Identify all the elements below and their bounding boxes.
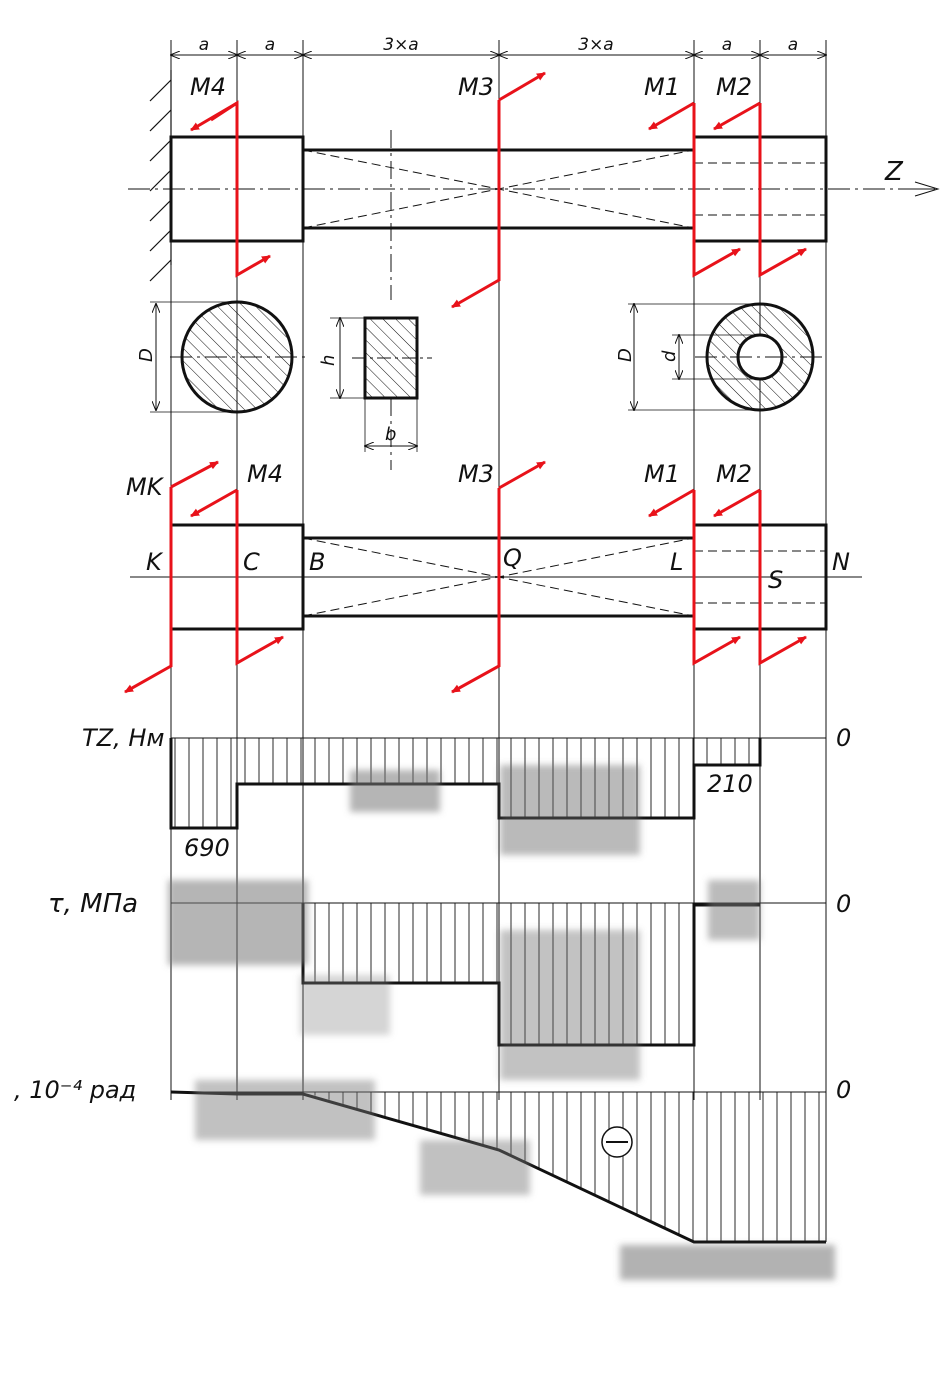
moment-label-m4: M4	[190, 73, 226, 101]
fixed-wall	[149, 70, 172, 282]
point-s: S	[768, 566, 783, 594]
moment-m4-bottom	[235, 490, 284, 666]
moment-m2-top	[758, 103, 807, 278]
torque-label: TZ, Нм	[82, 724, 165, 752]
dim-label-4: 3×a	[578, 35, 613, 55]
section-label-d-left: D	[136, 348, 157, 362]
torque-value-690: 690	[184, 834, 230, 862]
section-label-b: b	[385, 424, 396, 445]
moment-m2-bottom	[758, 490, 807, 666]
torque-diagram	[169, 737, 826, 855]
moment-label-m3: M3	[458, 73, 494, 101]
moment-label-m3-b: M3	[458, 460, 494, 488]
moment-label-m2: M2	[716, 73, 752, 101]
shaft-bottom	[130, 523, 862, 631]
point-l: L	[670, 548, 683, 576]
moment-label-mk: MK	[126, 473, 165, 501]
point-b: B	[309, 548, 325, 576]
dim-label-6: a	[788, 35, 798, 55]
dim-label-2: a	[265, 35, 275, 55]
stress-label: τ, МПа	[48, 889, 138, 919]
section-rectangle	[330, 316, 432, 470]
moment-label-m4-b: M4	[247, 460, 283, 488]
dim-label-5: a	[722, 35, 732, 55]
moment-mk	[170, 460, 219, 489]
dim-label-3: 3×a	[383, 35, 418, 55]
moment-label-m2-b: M2	[716, 460, 752, 488]
point-q: Q	[503, 544, 522, 572]
stress-zero: 0	[836, 890, 851, 918]
section-label-d-right: D	[615, 348, 636, 362]
axis-z-label: Z	[884, 157, 904, 187]
moment-label-m1: M1	[644, 73, 680, 101]
moment-m3-top	[498, 71, 546, 102]
shaft-top	[128, 130, 940, 300]
section-hollow-circle	[628, 302, 826, 412]
point-n: N	[832, 548, 850, 576]
moments-top	[190, 71, 807, 309]
moment-m1-top	[692, 103, 741, 278]
torque-value-210: 210	[707, 770, 753, 798]
stress-diagram	[168, 880, 826, 1080]
section-label-d-inner: d	[659, 350, 680, 362]
moment-m3-bottom	[498, 460, 546, 490]
angle-label: , 10⁻⁴ рад	[14, 1076, 136, 1104]
moments-bottom	[124, 460, 807, 694]
point-k: K	[146, 548, 164, 576]
section-label-h: h	[318, 355, 339, 366]
torque-zero: 0	[836, 724, 851, 752]
angle-diagram	[170, 1080, 835, 1280]
angle-zero: 0	[836, 1076, 851, 1104]
dim-label-1: a	[199, 35, 209, 55]
point-c: C	[243, 548, 260, 576]
moment-label-m1-b: M1	[644, 460, 680, 488]
moment-m1-bottom	[692, 490, 741, 666]
section-solid-circle	[150, 300, 305, 414]
